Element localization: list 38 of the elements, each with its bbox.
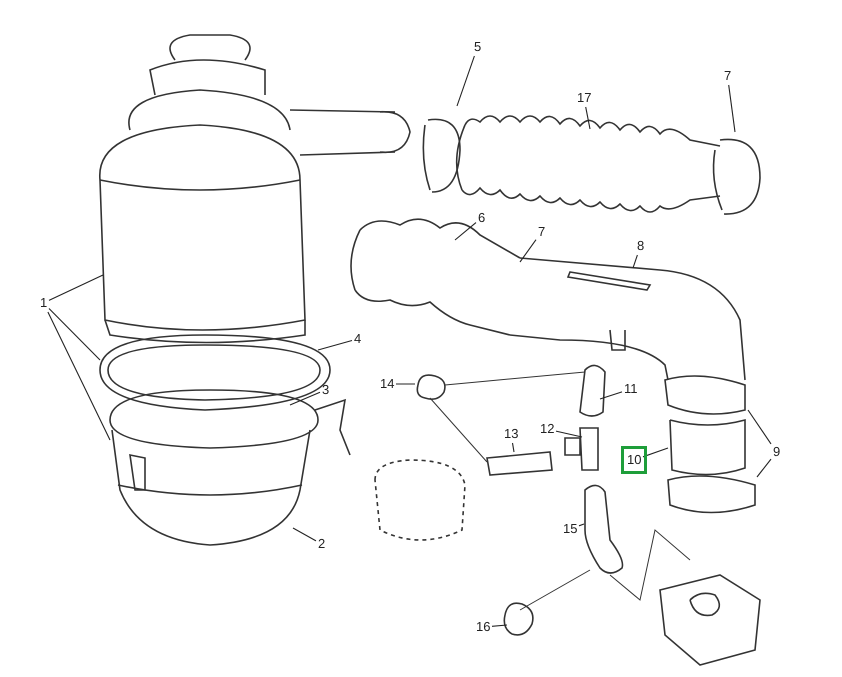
callout-number: 9 [773, 444, 780, 460]
leader-line [512, 442, 515, 452]
leader-line [600, 391, 622, 400]
callout-number: 6 [478, 210, 486, 226]
leader-line [292, 528, 316, 542]
leader-line [756, 458, 772, 478]
leader-line [290, 392, 320, 406]
leader-line [396, 383, 415, 385]
callout-number: 11 [624, 381, 638, 397]
callout-number: 5 [474, 39, 482, 55]
callout-number: 14 [380, 376, 394, 392]
leader-line [632, 254, 638, 268]
leader-line [318, 340, 352, 351]
callout-number: 3 [322, 382, 330, 398]
leader-line [48, 274, 104, 301]
callout-number: 13 [504, 426, 518, 442]
callout-number: 7 [538, 224, 546, 240]
leader-line [578, 523, 584, 526]
callout-number: 7 [724, 68, 732, 84]
callout-number: 2 [318, 536, 326, 552]
callout-number: 4 [354, 331, 362, 347]
leader-line [492, 624, 508, 627]
callout-number: 10 [627, 452, 642, 468]
callout-number: 16 [476, 619, 490, 635]
callout-number: 15 [563, 521, 578, 537]
leader-line [47, 312, 110, 440]
leader-line [454, 222, 476, 240]
callout-number: 17 [577, 90, 592, 106]
leader-line [48, 308, 100, 360]
callout-number: 8 [637, 238, 644, 254]
leader-line [585, 106, 591, 130]
leader-line [748, 410, 772, 444]
leader-line [556, 430, 582, 438]
callout-number: 1 [40, 295, 48, 311]
callout-number: 12 [540, 421, 554, 437]
leader-line [728, 84, 736, 132]
leader-line [456, 56, 475, 106]
leader-line [520, 239, 536, 262]
